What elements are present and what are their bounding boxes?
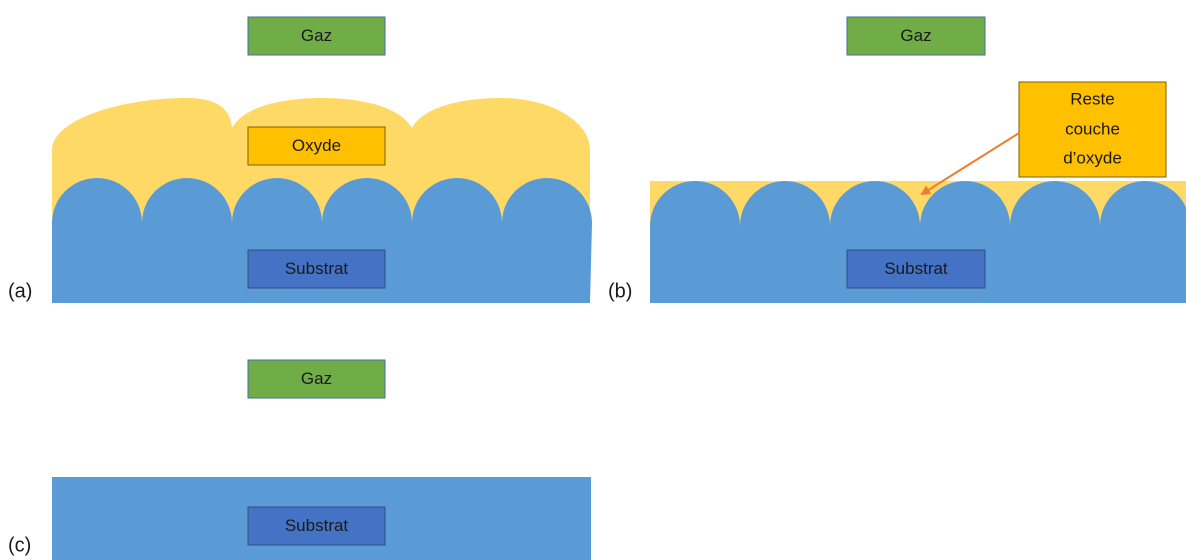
oxide-label: Oxyde <box>292 136 341 155</box>
substrate-box <box>247 506 386 546</box>
substrate-block <box>52 178 592 303</box>
gas-box <box>247 359 386 399</box>
substrate-block <box>650 181 1186 303</box>
residue-label-line3: d’oxyde <box>1063 148 1122 167</box>
gas-label: Gaz <box>900 26 931 45</box>
oxide-box <box>247 126 386 166</box>
gas-box <box>247 16 386 56</box>
panel-c: Gaz Substrat (c) <box>8 359 591 560</box>
substrate-label: Substrat <box>285 516 349 535</box>
residue-box <box>1018 81 1167 178</box>
substrate-label: Substrat <box>285 259 349 278</box>
residue-arrow <box>920 132 1020 196</box>
panel-label-c: (c) <box>8 534 31 556</box>
gas-label: Gaz <box>301 369 332 388</box>
substrate-label: Substrat <box>884 259 948 278</box>
panel-label-b: (b) <box>608 280 632 302</box>
gas-box <box>846 16 986 56</box>
gas-label: Gaz <box>301 26 332 45</box>
substrate-box <box>846 249 986 289</box>
residue-label-line1: Reste <box>1070 89 1114 108</box>
panel-label-a: (a) <box>8 280 32 302</box>
substrate-box <box>247 249 386 289</box>
panel-b: Gaz Reste couche d’oxyde Substrat (b) <box>608 16 1186 303</box>
panel-a: Gaz Oxyde Substrat (a) <box>8 16 592 303</box>
residue-label-line2: couche <box>1065 119 1120 138</box>
